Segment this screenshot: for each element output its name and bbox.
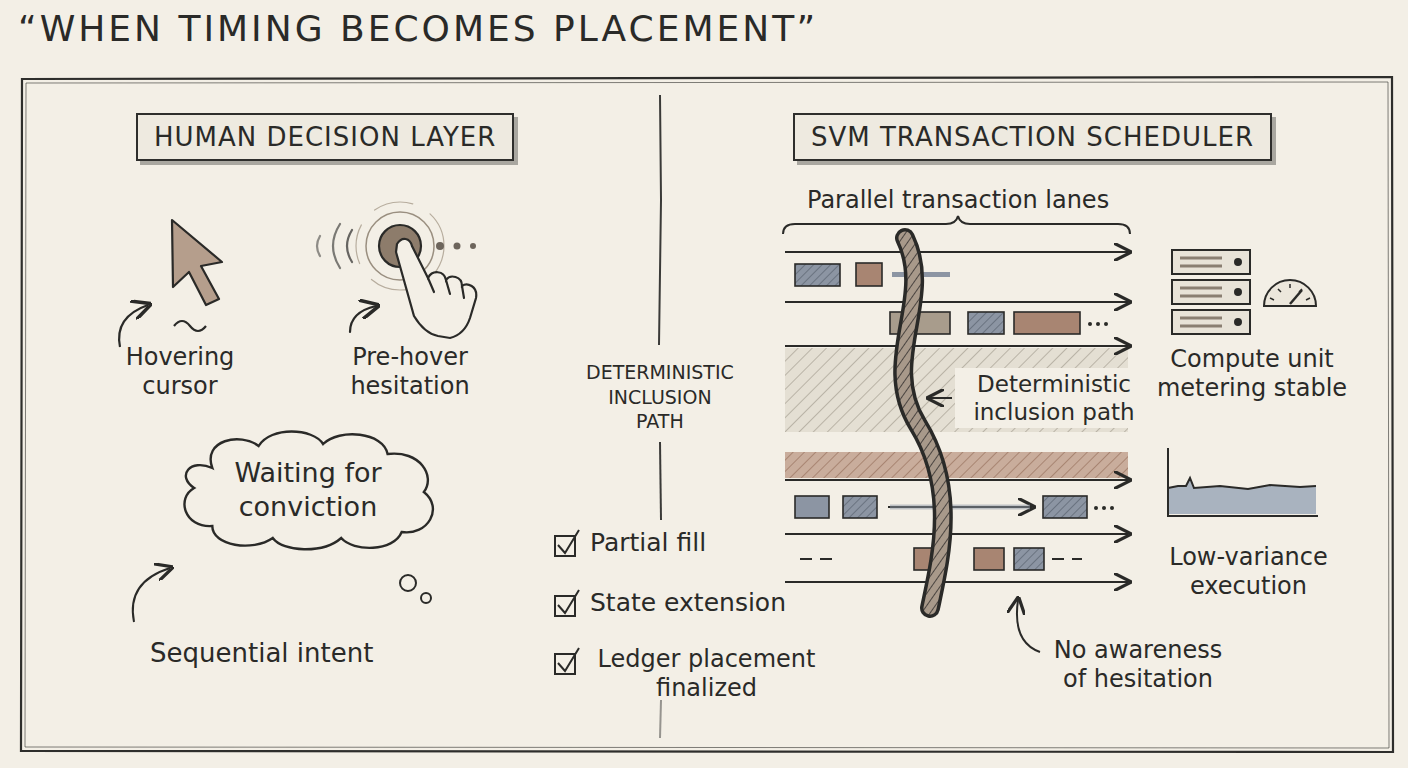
transaction-lanes	[783, 216, 1130, 652]
hand-button-icon	[317, 202, 476, 338]
cloud-outline	[172, 428, 444, 552]
checklist-item: Partial fill	[590, 528, 706, 559]
brace-label: Parallel transaction lanes	[807, 186, 1109, 215]
icon-caption: Hovering cursor	[115, 343, 245, 402]
path-callout: Deterministic inclusion path	[955, 368, 1153, 428]
variance-chart-icon	[1168, 448, 1318, 516]
section-heading: SVM TRANSACTION SCHEDULER	[793, 113, 1272, 161]
icon-caption: Pre-hover hesitation	[325, 343, 495, 402]
cloud-text: Waiting for conviction	[208, 456, 408, 524]
checklist-item: Ledger placement finalized	[584, 645, 829, 704]
outer-frame	[21, 77, 1393, 752]
icon-caption: Compute unit metering stable	[1142, 345, 1362, 404]
heading-text: SVM TRANSACTION SCHEDULER	[811, 122, 1254, 152]
thought-cloud: Waiting for conviction	[172, 428, 444, 552]
annotation: No awareness of hesitation	[1047, 636, 1229, 695]
checkboxes	[555, 530, 579, 674]
column-heading: DETERMINISTIC INCLUSION PATH	[586, 360, 734, 434]
icon-caption: Low-variance execution	[1156, 543, 1341, 602]
server-icon	[1172, 250, 1316, 334]
heading-text: HUMAN DECISION LAYER	[154, 122, 496, 152]
diagram-title: “WHEN TIMING BECOMES PLACEMENT”	[18, 8, 818, 49]
section-heading: HUMAN DECISION LAYER	[136, 113, 514, 161]
thought-bubbles	[133, 568, 431, 622]
annotation: Sequential intent	[150, 638, 373, 670]
cursor-icon	[119, 220, 222, 347]
checklist-item: State extension	[590, 588, 786, 619]
